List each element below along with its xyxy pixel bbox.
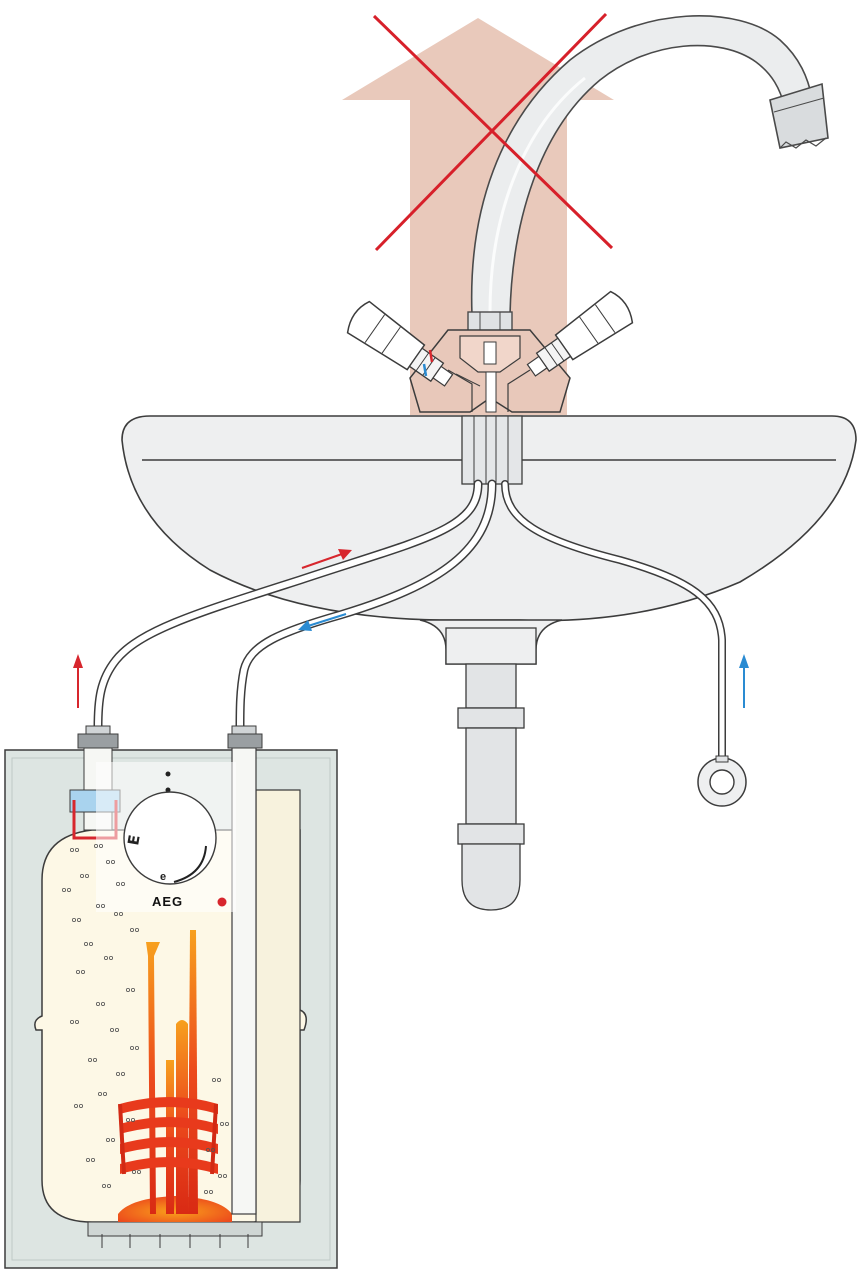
brand-logo: AEG: [152, 894, 183, 909]
cold-inlet-hose: [501, 480, 747, 807]
hot-up-arrow-icon: [73, 654, 83, 708]
control-panel: E e AEG: [96, 762, 236, 912]
faucet-body: [409, 329, 571, 413]
hot-outlet-hose: [93, 479, 483, 733]
hot-out-arrow-icon: [301, 549, 352, 569]
return-arrow-icon: [298, 613, 347, 631]
return-hose: [235, 479, 497, 733]
cold-tap-handle: [526, 290, 634, 377]
water-bubbles: [62, 844, 229, 1195]
hot-tap-handle: [346, 300, 454, 387]
cold-in-arrow-icon: [739, 654, 749, 708]
water-heater: E e AEG: [4, 725, 338, 1269]
forbidden-cross-icon: [372, 12, 614, 252]
cold-inlet-connector: [227, 725, 263, 749]
drain-trap: [419, 619, 563, 911]
dial-letter-e-small: e: [160, 871, 166, 883]
indicator-light: [217, 897, 227, 907]
dial-letter-e: E: [124, 833, 144, 846]
heating-element: [118, 930, 218, 1214]
temperature-dial[interactable]: [123, 791, 217, 885]
